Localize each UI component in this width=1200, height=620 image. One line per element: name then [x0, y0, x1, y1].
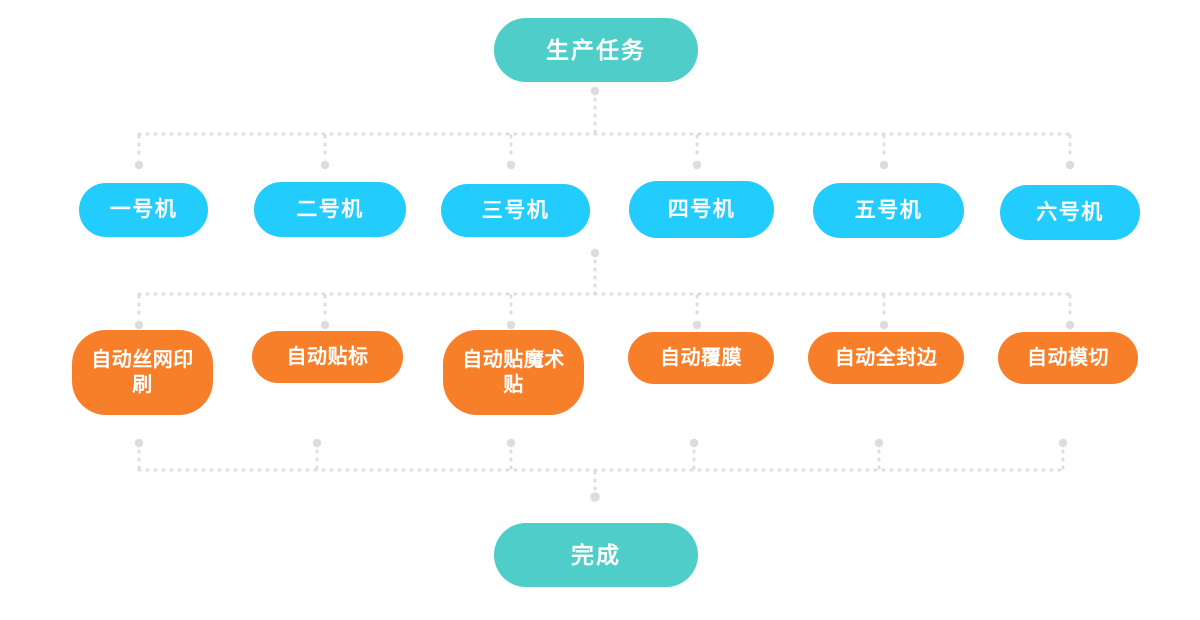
connector-drops-processes — [134, 294, 1075, 330]
node-process-screen-printing[interactable]: 自动丝网印刷 — [72, 330, 213, 415]
connector-drops-machines — [134, 134, 1075, 170]
node-complete[interactable]: 完成 — [494, 523, 698, 587]
node-machine-4[interactable]: 四号机 — [629, 181, 774, 238]
node-production-task[interactable]: 生产任务 — [494, 18, 698, 82]
node-process-lamination[interactable]: 自动覆膜 — [628, 332, 774, 384]
connector-risers-bottom — [134, 438, 1068, 472]
node-process-velcro[interactable]: 自动贴魔术贴 — [443, 330, 584, 415]
node-process-die-cutting[interactable]: 自动模切 — [998, 332, 1138, 384]
node-machine-3[interactable]: 三号机 — [441, 184, 590, 237]
connector-mid-stub — [590, 248, 600, 296]
node-process-labeling[interactable]: 自动贴标 — [252, 331, 403, 383]
connector-top-stub — [590, 86, 600, 136]
node-machine-1[interactable]: 一号机 — [79, 183, 208, 237]
node-process-full-edge-sealing[interactable]: 自动全封边 — [808, 332, 964, 384]
node-machine-2[interactable]: 二号机 — [254, 182, 406, 237]
node-machine-5[interactable]: 五号机 — [813, 183, 964, 238]
node-machine-6[interactable]: 六号机 — [1000, 185, 1140, 240]
connector-bottom-stub — [590, 470, 600, 502]
